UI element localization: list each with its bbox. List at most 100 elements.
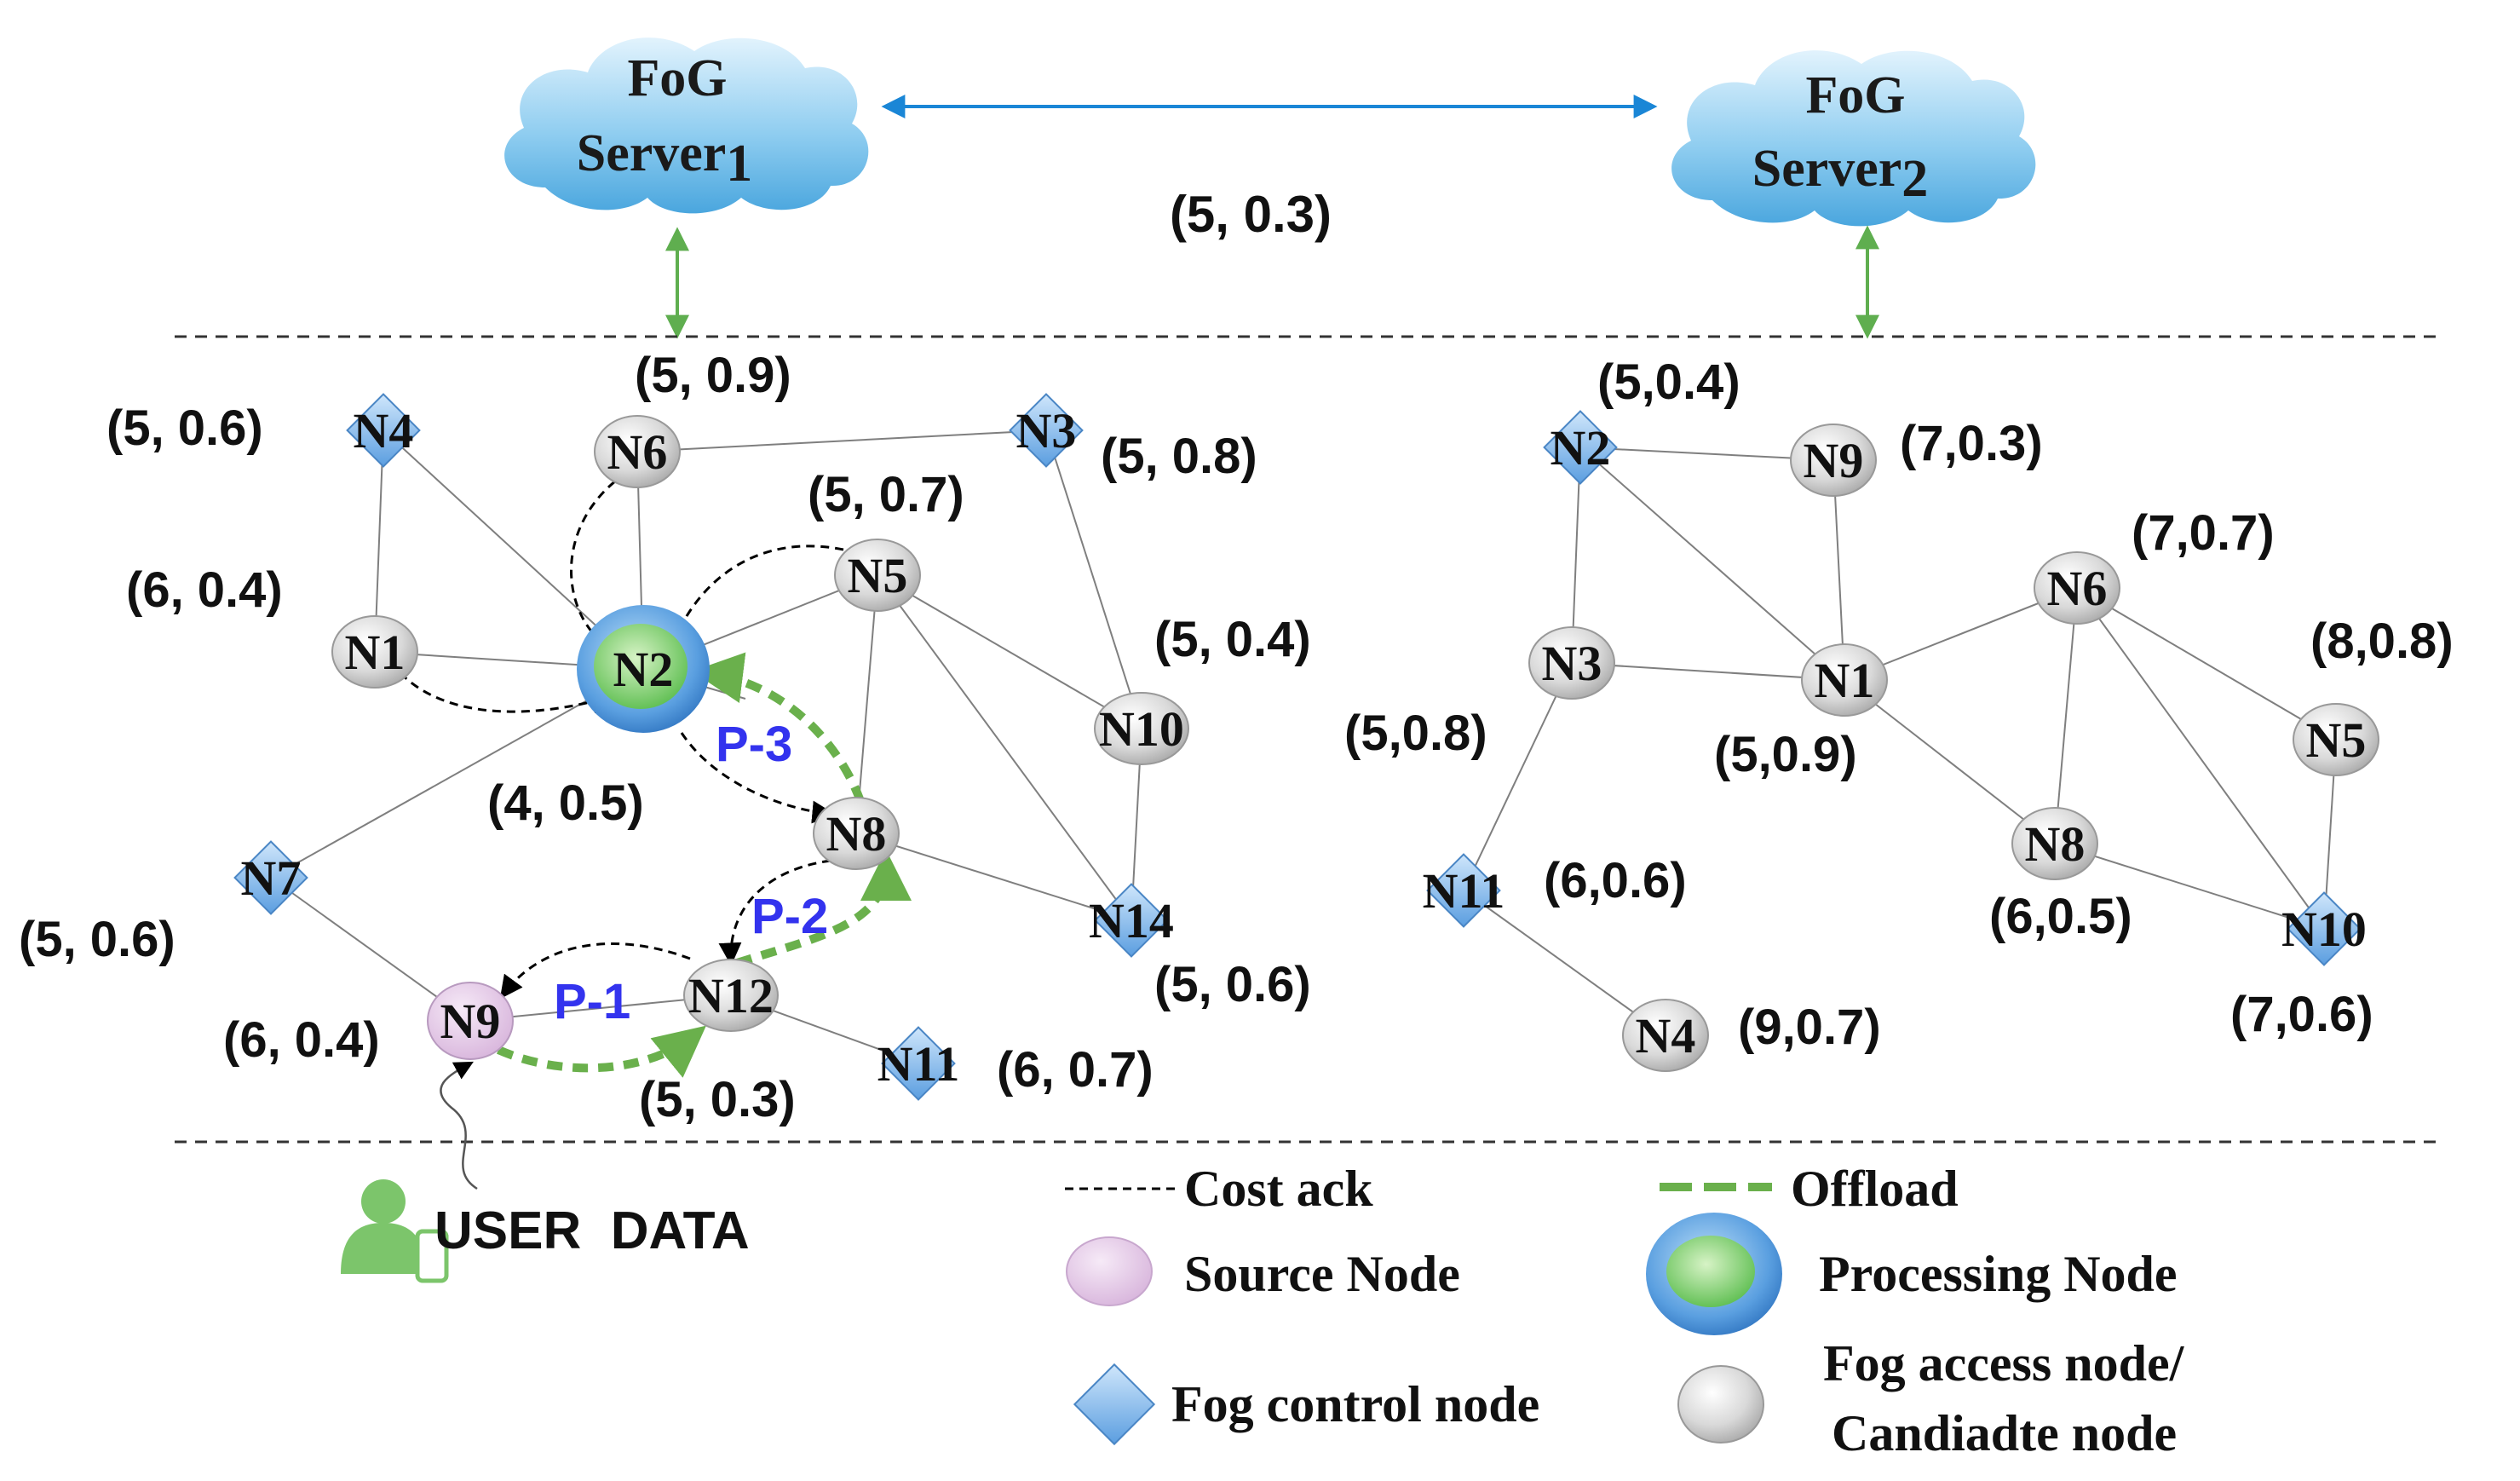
user-data-link [440,1061,478,1190]
path-label-p3: P-3 [716,717,792,772]
processing-node-inner-icon [594,624,688,709]
phone-icon [415,1229,449,1283]
access-node-icon [2293,703,2379,776]
node-label: N5 [2306,712,2367,768]
node-value: (5, 0.4) [1154,612,1311,667]
left-node-n14: N14 (5, 0.6) [1089,883,1311,1012]
access-node-icon [594,415,681,488]
cloud-icon [1671,50,2036,227]
right-node-n1: N1 (5,0.9) [1714,643,1888,782]
right-node-n8: N8 (6,0.5) [1989,807,2132,944]
control-diamond-icon [233,840,308,915]
edge [1832,459,1845,681]
path-label-p1: P-1 [554,974,630,1029]
access-node-icon [834,539,921,612]
left-node-n11: N11 (6, 0.7) [877,1026,1154,1101]
right-nodes: N2 (5,0.4) N9 (7,0.3) N6 (7,0.7) N3 (5,0… [1344,354,2454,1072]
control-diamond-icon [1543,410,1618,485]
node-label: N10 [2281,902,2367,957]
left-node-n7: N7 (5, 0.6) [19,840,308,967]
legend-processing-node-inner-icon [1666,1236,1755,1307]
cost-ack-arrow [669,545,844,648]
right-node-n4: N4 (9,0.7) [1622,999,1881,1072]
left-node-n6: N6 (5, 0.9) [594,348,791,488]
node-label: N2 [613,642,674,697]
node-value: (5, 0.6) [1154,957,1311,1012]
edge [636,429,1047,452]
left-node-n12: N12 (5, 0.3) [639,959,796,1127]
node-label: N7 [241,850,302,906]
right-node-n3: N3 (5,0.8) [1344,626,1615,761]
offload-arrow-p1 [496,1025,706,1078]
control-diamond-icon [1094,883,1169,958]
access-node-icon [1801,643,1888,717]
cost-ack-arrow [399,671,614,714]
node-label: N14 [1089,893,1174,948]
legend-processing-label: Processing Node [1819,1246,2178,1302]
node-value: (8,0.8) [2310,614,2454,669]
right-node-n6: N6 (7,0.7) [2034,505,2275,625]
node-label: N6 [607,424,668,480]
user-data-label: USER DATA [434,1202,750,1260]
node-value: (6,0.5) [1989,889,2132,944]
left-node-n10: N10 (5, 0.4) [1094,612,1311,765]
cost-ack-arrow [499,942,691,1000]
node-value: (6, 0.4) [223,1012,380,1068]
node-value: (5,0.9) [1714,727,1857,782]
cost-ack-arrow [718,859,831,966]
server-1-line2: Server1 [577,124,753,193]
access-node-icon [1094,692,1189,765]
legend-source-label: Source Node [1184,1246,1460,1302]
node-value: (5, 0.6) [19,912,175,967]
offload-arrow-p3 [692,652,865,803]
node-value: (4, 0.5) [487,775,644,831]
right-node-n2: N2 (5,0.4) [1543,354,1740,485]
access-node-icon [2011,807,2098,880]
access-node-icon [2034,551,2120,625]
edge [2076,587,2325,930]
left-node-n5: N5 (5, 0.7) [808,467,964,612]
edge [1571,662,1845,681]
node-label: N8 [2025,816,2086,872]
edge [877,574,1132,921]
node-label: N2 [1551,420,1611,475]
node-label: N5 [848,548,908,603]
right-node-n10: N10 (7,0.6) [2230,891,2373,1042]
legend-offload-label: Offload [1791,1161,1959,1217]
right-node-n11: N11 (6,0.6) [1423,853,1687,928]
offload-arrows [496,652,912,1078]
fog-server-2: FoG Server2 [1671,50,2036,227]
legend-control-label: Fog control node [1171,1376,1539,1432]
node-label: N10 [1099,701,1184,757]
server-2-line1: FoG [1805,66,1905,124]
edge [374,429,384,653]
node-label: N9 [440,994,501,1049]
node-value: (6,0.6) [1544,853,1687,908]
offload-arrow-p2 [735,850,912,967]
access-node-icon [1528,626,1615,700]
edge [2076,587,2337,740]
access-node-icon [813,797,900,870]
node-label: N1 [345,625,406,680]
node-label: N3 [1542,636,1602,691]
access-node-icon [1622,999,1709,1072]
node-label: N4 [1636,1008,1696,1063]
node-value: (9,0.7) [1738,1000,1881,1055]
node-label: N11 [877,1036,960,1092]
node-label: N3 [1016,403,1077,458]
node-value: (5, 0.6) [106,401,263,456]
right-node-n9: N9 (7,0.3) [1790,416,2043,497]
edge [855,833,1132,921]
node-value: (5, 0.9) [635,348,791,403]
node-label: N11 [1423,863,1505,919]
control-diamond-icon [881,1026,956,1101]
edge [2054,587,2078,844]
left-node-n1: N1 (6, 0.4) [126,562,418,689]
edge [2054,843,2325,930]
access-node-icon [1790,424,1877,497]
node-label: N4 [354,403,414,458]
node-label: N12 [688,968,774,1023]
left-node-n2: N2 (4, 0.5) [487,605,710,831]
node-value: (6, 0.4) [126,562,283,618]
